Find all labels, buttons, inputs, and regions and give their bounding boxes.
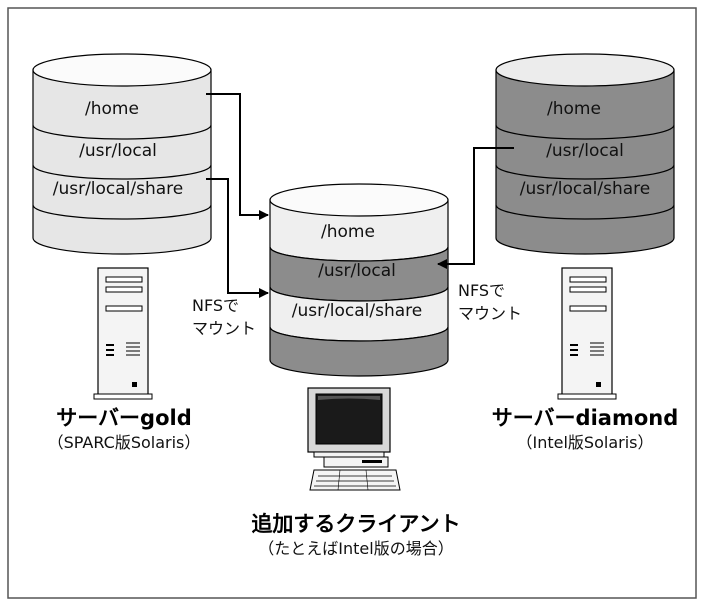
client-layer-home: /home [321, 222, 375, 242]
mount-label-right-line1: NFSで [458, 281, 505, 300]
client-layer-usr-local: /usr/local [318, 261, 396, 281]
right-layer-usr-local: /usr/local [546, 141, 624, 161]
left-server-name: サーバーgold [56, 406, 191, 430]
right-server-name: サーバーdiamond [492, 406, 678, 430]
arrow-share-to-client [206, 178, 269, 298]
left-layer-usr-local-share: /usr/local/share [53, 179, 184, 199]
right-layer-usr-local-share: /usr/local/share [520, 179, 651, 199]
mount-label-left-line2: マウント [192, 319, 256, 338]
client-subtitle: （たとえばIntel版の場合） [258, 539, 453, 558]
left-layer-usr-local: /usr/local [79, 141, 157, 161]
left-server-subtitle: （SPARC版Solaris） [48, 433, 201, 452]
left-server-disk: /home /usr/local /usr/local/share [32, 53, 212, 255]
left-layer-home: /home [85, 99, 139, 119]
right-tower-icon [557, 267, 617, 400]
right-layer-home: /home [547, 99, 601, 119]
arrow-home-to-client [206, 93, 269, 220]
right-server-subtitle: （Intel版Solaris） [517, 433, 654, 452]
arrow-usr-local-to-client [437, 147, 514, 269]
mount-label-right-line2: マウント [458, 304, 522, 323]
mount-label-left-line1: NFSで [192, 296, 239, 315]
left-tower-icon [93, 267, 153, 400]
client-layer-usr-local-share: /usr/local/share [292, 301, 423, 321]
right-server-disk: /home /usr/local /usr/local/share [495, 53, 675, 255]
client-name: 追加するクライアント [251, 512, 460, 536]
client-disk: /home /usr/local /usr/local/share [269, 183, 449, 377]
client-pc-icon [307, 387, 401, 491]
